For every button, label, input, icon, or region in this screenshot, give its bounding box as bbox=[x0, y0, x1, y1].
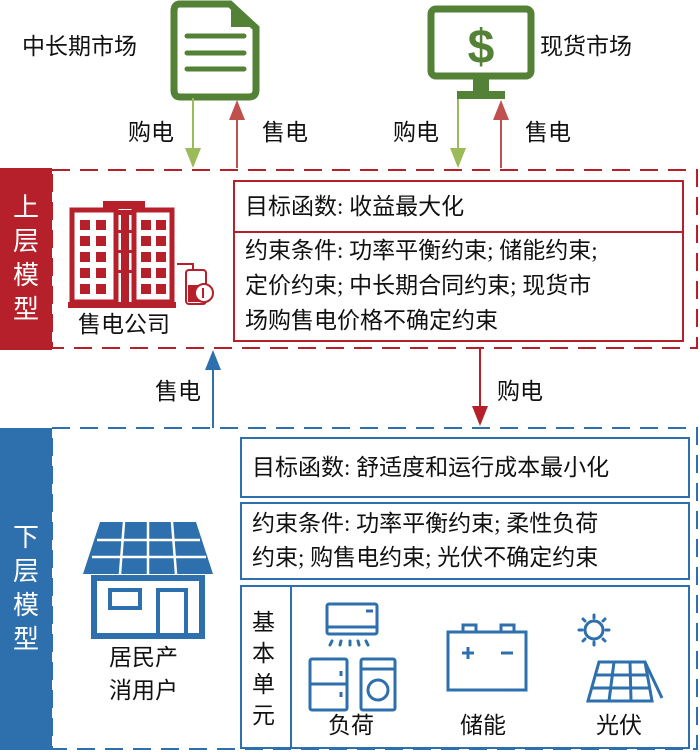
spot-market-label: 现货市场 bbox=[540, 34, 632, 59]
buy-label-spot: 购电 bbox=[393, 120, 439, 145]
lower-constraint-line: 约束; 购售电约束; 光伏不确定约束 bbox=[252, 545, 599, 570]
buy-arrow-long-term bbox=[185, 98, 201, 168]
sell-label-spot: 售电 bbox=[525, 120, 571, 145]
retailer-building-icon bbox=[68, 201, 176, 308]
sell-arrow-lower-to-upper bbox=[205, 350, 221, 428]
lower-model-border bbox=[51, 427, 698, 750]
storage-battery-icon bbox=[177, 263, 214, 305]
upper-constraint-line: 约束条件: 功率平衡约束; 储能约束; bbox=[245, 238, 598, 263]
buy-label-long-term: 购电 bbox=[128, 120, 174, 145]
basic-units-title: 基本单元 bbox=[252, 610, 275, 728]
sell-label-middle: 售电 bbox=[155, 379, 201, 404]
lower-constraint-line: 约束条件: 功率平衡约束; 柔性负荷 bbox=[252, 511, 599, 536]
storage-battery-unit-icon bbox=[446, 623, 528, 692]
prosumer-house-icon bbox=[83, 521, 213, 639]
sell-arrow-long-term bbox=[229, 100, 245, 168]
lower-objective: 目标函数: 舒适度和运行成本最小化 bbox=[252, 455, 610, 480]
sell-label-long-term: 售电 bbox=[262, 120, 308, 145]
retailer-label: 售电公司 bbox=[78, 312, 170, 337]
buy-label-middle: 购电 bbox=[497, 379, 543, 404]
contract-document-icon bbox=[170, 0, 260, 101]
load-appliances-icon bbox=[308, 602, 397, 712]
spot-market-monitor-icon: $ bbox=[427, 5, 535, 99]
upper-constraint-line: 场购售电价格不确定约束 bbox=[245, 308, 498, 333]
prosumer-label-2: 消用户 bbox=[109, 678, 178, 703]
lower-model-tab: 下层模型 bbox=[0, 428, 52, 750]
prosumer-label-1: 居民产 bbox=[109, 645, 178, 670]
upper-constraint-line: 定价约束; 中长期合同约束; 现货市 bbox=[245, 273, 592, 298]
lower-model-tab-label: 下层模型 bbox=[13, 523, 40, 654]
unit-icons bbox=[308, 602, 664, 712]
upper-objective-constraints-box: 目标函数: 收益最大化 约束条件: 功率平衡约束; 储能约束; 定价约束; 中长… bbox=[233, 180, 684, 342]
lower-objective-box: 目标函数: 舒适度和运行成本最小化 bbox=[240, 437, 690, 498]
upper-model-tab: 上层模型 bbox=[0, 168, 52, 350]
lower-constraints-box: 约束条件: 功率平衡约束; 柔性负荷 约束; 购售电约束; 光伏不确定约束 bbox=[240, 502, 690, 580]
sell-arrow-spot bbox=[493, 100, 509, 168]
basic-units-box: 基本单元 负荷 储能 光伏 bbox=[240, 585, 690, 749]
photovoltaic-icon bbox=[577, 613, 664, 703]
upper-objective: 目标函数: 收益最大化 bbox=[245, 194, 465, 219]
storage-unit-label: 储能 bbox=[460, 713, 506, 738]
buy-arrow-spot bbox=[450, 99, 466, 168]
upper-model-border bbox=[51, 169, 698, 349]
svg-text:$: $ bbox=[468, 21, 495, 74]
upper-model-tab-label: 上层模型 bbox=[13, 193, 40, 324]
buy-arrow-upper-to-lower bbox=[472, 348, 488, 426]
long-term-market-label: 中长期市场 bbox=[22, 34, 137, 59]
pv-unit-label: 光伏 bbox=[596, 713, 642, 738]
load-unit-label: 负荷 bbox=[328, 713, 374, 738]
